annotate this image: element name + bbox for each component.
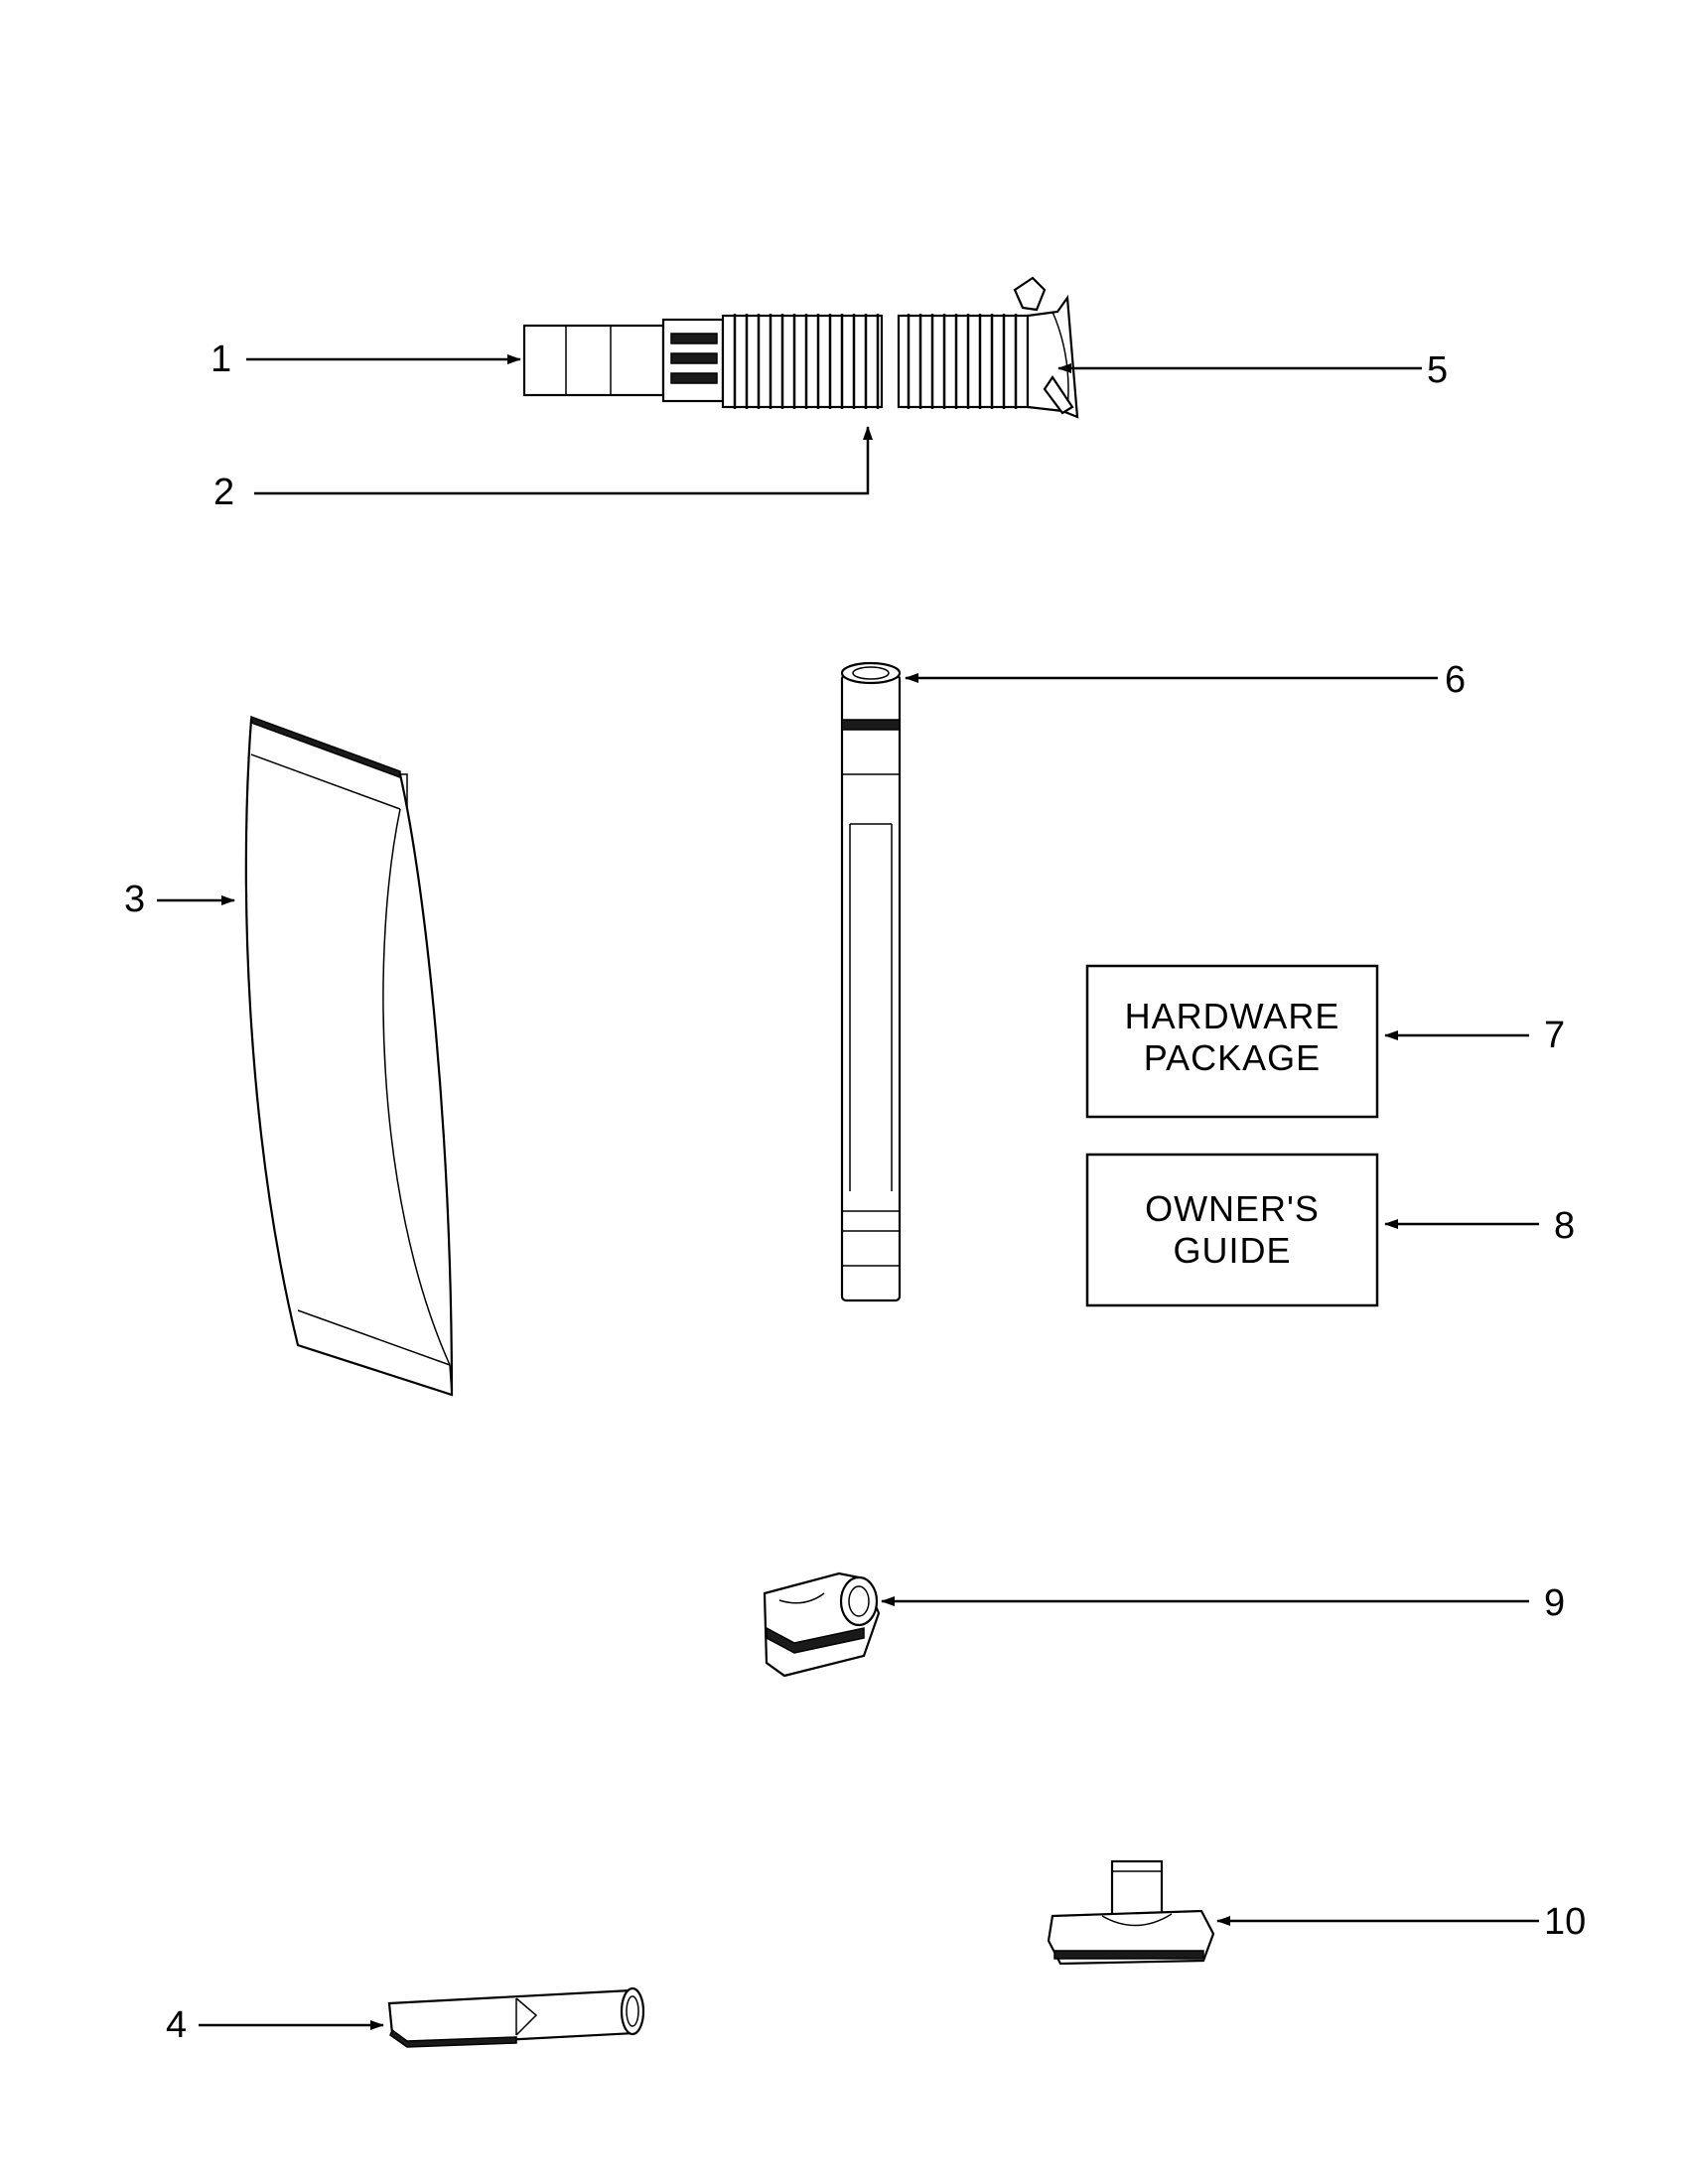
hose-corrugated-section xyxy=(721,314,884,409)
callout-10: 10 xyxy=(1544,1901,1586,1943)
owners-guide-line1: OWNER'S xyxy=(1145,1188,1320,1229)
leader-2 xyxy=(254,426,873,495)
owners-guide-box: OWNER'S GUIDE xyxy=(1085,1153,1379,1307)
callout-2: 2 xyxy=(213,472,234,513)
hose-end-cuff xyxy=(522,318,725,403)
crevice-tool xyxy=(387,1986,645,2048)
callout-9: 9 xyxy=(1544,1582,1565,1624)
hardware-package-box: HARDWARE PACKAGE xyxy=(1085,964,1379,1119)
callout-3: 3 xyxy=(124,879,145,920)
hose-corrugated-section-b xyxy=(897,314,1030,409)
hose-handle-end xyxy=(1013,276,1079,419)
callout-7: 7 xyxy=(1544,1015,1565,1056)
callout-8: 8 xyxy=(1554,1205,1575,1247)
owners-guide-line2: GUIDE xyxy=(1173,1230,1291,1271)
floor-brush-tool xyxy=(1047,1859,1215,1966)
hardware-package-line2: PACKAGE xyxy=(1144,1037,1321,1078)
dusting-tool xyxy=(763,1571,881,1678)
extension-wand xyxy=(840,661,902,1302)
callout-labels: 1 2 3 4 5 6 7 8 9 10 xyxy=(124,339,1586,2046)
callout-6: 6 xyxy=(1445,659,1466,701)
callout-4: 4 xyxy=(166,2004,187,2046)
callout-5: 5 xyxy=(1427,349,1448,391)
leader-lines xyxy=(157,354,1539,2030)
hose-assembly xyxy=(522,276,1079,419)
callout-1: 1 xyxy=(210,339,231,380)
hardware-package-line1: HARDWARE xyxy=(1125,996,1340,1036)
vacuum-bag xyxy=(244,715,454,1397)
